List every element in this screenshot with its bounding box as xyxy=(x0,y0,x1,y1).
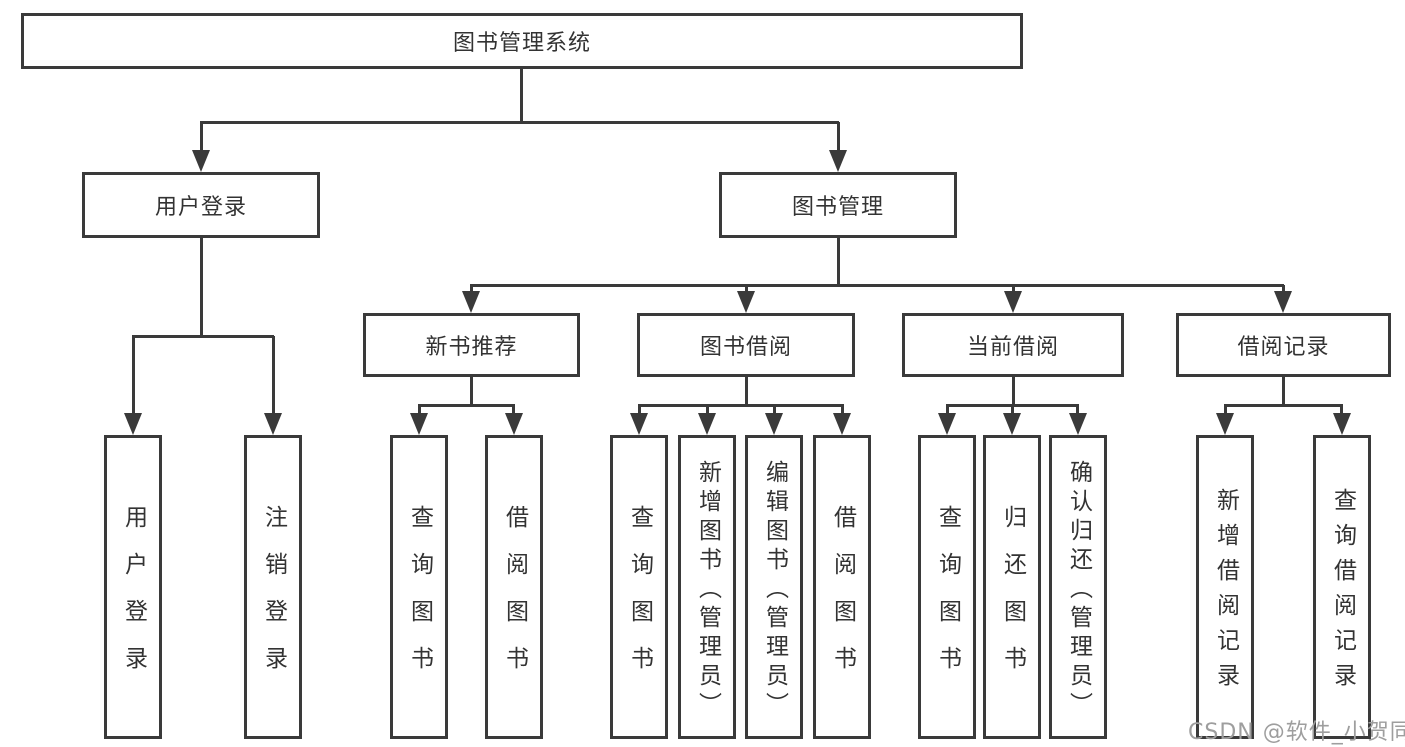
arrow-down-icon xyxy=(1069,413,1087,435)
node-borrowing-records: 借阅记录 xyxy=(1176,313,1391,377)
leaf-label: 注销登录 xyxy=(260,505,287,693)
connector-root-stem-line xyxy=(520,69,523,122)
connector-drop-line xyxy=(773,405,776,415)
connector-user-login-stem-line xyxy=(200,238,203,336)
connector-new-book-branch-line xyxy=(418,404,515,407)
leaf-label: 编辑图书（管理员） xyxy=(761,459,788,721)
connector-drop-line xyxy=(1076,405,1079,415)
leaf-label: 新增图书（管理员） xyxy=(694,459,721,721)
arrow-down-icon xyxy=(938,413,956,435)
arrow-down-icon xyxy=(630,413,648,435)
leaf-add-borrow-record: 新增借阅记录 xyxy=(1196,435,1254,739)
leaf-query-books-current: 查询图书 xyxy=(918,435,976,739)
arrow-down-icon xyxy=(1216,413,1234,435)
connector-drop-line xyxy=(1340,405,1343,415)
connector-book-management-stem-line xyxy=(837,238,840,285)
arrow-down-icon xyxy=(1274,291,1292,313)
leaf-label: 借阅图书 xyxy=(829,505,856,693)
arrow-down-icon xyxy=(737,291,755,313)
connector-book-borrow-drop-line xyxy=(745,285,748,295)
leaf-label: 查询图书 xyxy=(626,505,653,693)
arrow-down-icon xyxy=(1003,413,1021,435)
leaf-label: 确认归还（管理员） xyxy=(1065,459,1092,721)
leaf-label: 借阅图书 xyxy=(501,505,528,693)
connector-drop-line xyxy=(418,405,421,415)
connector-drop-line xyxy=(638,405,641,415)
arrow-down-icon xyxy=(698,413,716,435)
connector-user-login-drop-line xyxy=(200,122,203,154)
leaf-label: 归还图书 xyxy=(999,505,1026,693)
connector-user-login-branch-line xyxy=(132,335,274,338)
leaf-label: 查询图书 xyxy=(934,505,961,693)
arrow-down-icon xyxy=(124,413,142,435)
arrow-down-icon xyxy=(410,413,428,435)
connector-current-borrow-stem-line xyxy=(1012,377,1015,405)
leaf-add-books-admin: 新增图书（管理员） xyxy=(678,435,736,739)
arrow-down-icon xyxy=(505,413,523,435)
connector-drop-line xyxy=(841,405,844,415)
leaf-label: 查询借阅记录 xyxy=(1329,488,1356,698)
node-current-borrowing: 当前借阅 xyxy=(902,313,1124,377)
leaf-borrow-books-recommend: 借阅图书 xyxy=(485,435,543,739)
connector-borrow-records-drop-line xyxy=(1282,285,1285,295)
connector-level3-branch-line xyxy=(470,284,1284,287)
leaf-query-books-borrow: 查询图书 xyxy=(610,435,668,739)
connector-book-management-drop-line xyxy=(837,122,840,154)
leaf-label: 查询图书 xyxy=(406,505,433,693)
node-new-book-recommendation: 新书推荐 xyxy=(363,313,580,377)
connector-new-book-stem-line xyxy=(470,377,473,405)
leaf-edit-books-admin: 编辑图书（管理员） xyxy=(745,435,803,739)
arrow-down-icon xyxy=(1004,291,1022,313)
leaf-confirm-return-admin: 确认归还（管理员） xyxy=(1049,435,1107,739)
arrow-down-icon xyxy=(192,150,210,172)
leaf-label: 新增借阅记录 xyxy=(1212,488,1239,698)
leaf-logout: 注销登录 xyxy=(244,435,302,739)
connector-new-book-drop-line xyxy=(470,285,473,295)
connector-current-borrow-drop-line xyxy=(1012,285,1015,295)
leaf-query-borrow-record: 查询借阅记录 xyxy=(1313,435,1371,739)
connector-book-borrow-stem-line xyxy=(745,377,748,405)
connector-logout-drop-line xyxy=(272,336,275,415)
leaf-borrow-books-borrow: 借阅图书 xyxy=(813,435,871,739)
leaf-return-books: 归还图书 xyxy=(983,435,1041,739)
node-book-borrowing: 图书借阅 xyxy=(637,313,855,377)
connector-borrow-records-branch-line xyxy=(1224,404,1343,407)
connector-book-borrow-branch-line xyxy=(638,404,844,407)
arrow-down-icon xyxy=(833,413,851,435)
leaf-query-books-recommend: 查询图书 xyxy=(390,435,448,739)
connector-login-drop-line xyxy=(132,336,135,415)
connector-drop-line xyxy=(1224,405,1227,415)
node-book-management: 图书管理 xyxy=(719,172,957,238)
arrow-down-icon xyxy=(1333,413,1351,435)
arrow-down-icon xyxy=(829,150,847,172)
arrow-down-icon xyxy=(462,291,480,313)
connector-drop-line xyxy=(512,405,515,415)
connector-drop-line xyxy=(1011,405,1014,415)
arrow-down-icon xyxy=(264,413,282,435)
connector-drop-line xyxy=(706,405,709,415)
connector-root-branch-line xyxy=(200,121,839,124)
node-library-system: 图书管理系统 xyxy=(21,13,1023,69)
leaf-user-login: 用户登录 xyxy=(104,435,162,739)
csdn-watermark: CSDN @软件_小贺同学 xyxy=(1188,720,1405,745)
node-user-login: 用户登录 xyxy=(82,172,320,238)
arrow-down-icon xyxy=(765,413,783,435)
connector-drop-line xyxy=(946,405,949,415)
connector-borrow-records-stem-line xyxy=(1282,377,1285,405)
leaf-label: 用户登录 xyxy=(120,505,147,693)
